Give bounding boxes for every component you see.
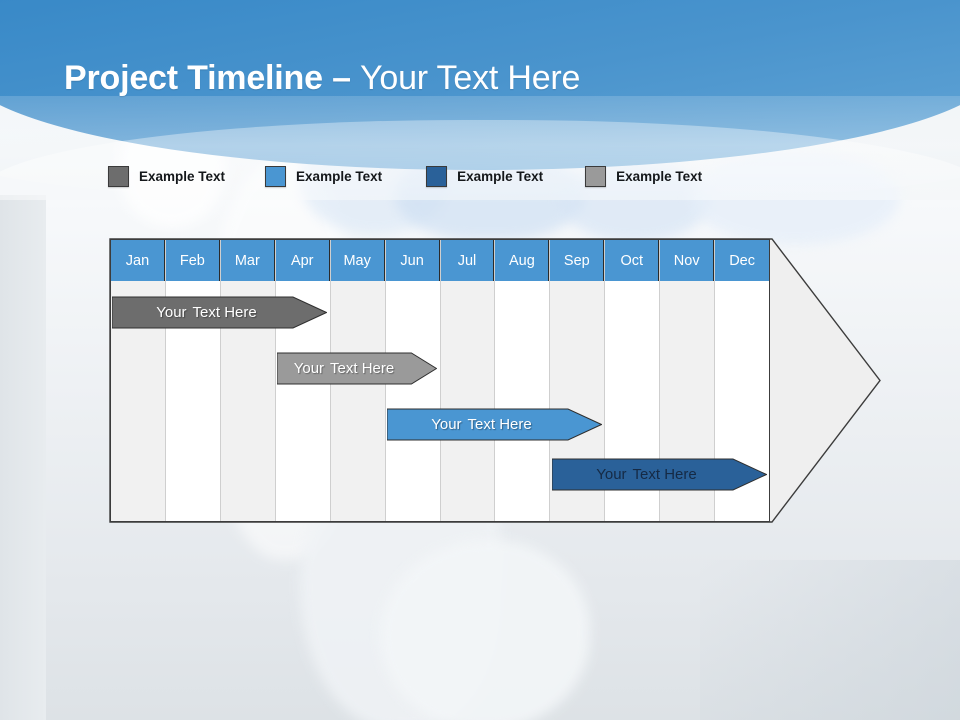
page-title-dash: – (322, 59, 361, 97)
legend-item-1[interactable]: Example Text (108, 166, 225, 187)
task-arrow-shape (277, 352, 437, 385)
month-header-jan[interactable]: Jan (111, 240, 165, 281)
legend: Example Text Example Text Example Text Exam… (108, 166, 742, 187)
month-header-feb[interactable]: Feb (165, 240, 220, 281)
month-column-body (440, 281, 495, 521)
page-title-bold: Project Timeline (64, 59, 323, 97)
month-header-oct[interactable]: Oct (605, 240, 660, 281)
month-header-apr[interactable]: Apr (275, 240, 330, 281)
month-column-body (385, 281, 440, 521)
legend-swatch-dark-blue (426, 166, 448, 187)
legend-item-4[interactable]: Example Text (585, 166, 702, 187)
task-arrow-shape (112, 296, 327, 329)
month-header-nov[interactable]: Nov (660, 240, 715, 281)
legend-item-label: Example Text (616, 169, 703, 184)
month-header-jul[interactable]: Jul (440, 240, 495, 281)
month-column-feb: Feb (165, 240, 221, 521)
background-figure-blob (380, 540, 590, 720)
month-column-jul: Jul (440, 240, 496, 521)
month-header-aug[interactable]: Aug (495, 240, 550, 281)
month-column-mar: Mar (220, 240, 276, 521)
task-arrow-shape (387, 408, 602, 441)
page-title-regular: Your Text Here (360, 59, 581, 97)
background-figure-blob (690, 150, 900, 245)
legend-item-label: Example Text (139, 169, 226, 184)
month-column-jan: Jan (111, 240, 166, 521)
month-column-body (330, 281, 385, 521)
month-header-sep[interactable]: Sep (550, 240, 605, 281)
legend-item-label: Example Text (296, 169, 383, 184)
header-sheen-upper (0, 96, 960, 206)
legend-swatch-light-gray (585, 166, 607, 187)
month-header-jun[interactable]: Jun (385, 240, 440, 281)
legend-item-3[interactable]: Example Text (426, 166, 543, 187)
legend-item-label: Example Text (457, 169, 544, 184)
legend-swatch-light-blue (265, 166, 287, 187)
month-column-body (495, 281, 550, 521)
header-banner (0, 0, 960, 170)
legend-swatch-gray (108, 166, 129, 187)
month-column-aug: Aug (495, 240, 551, 521)
background-left-wall (0, 195, 46, 720)
background-shadow (700, 560, 960, 720)
month-header-mar[interactable]: Mar (220, 240, 275, 281)
month-header-may[interactable]: May (330, 240, 385, 281)
month-header-dec[interactable]: Dec (715, 240, 770, 281)
task-arrow-shape (552, 458, 767, 491)
page-title: Project Timeline – Your Text Here (64, 59, 580, 98)
background-figure-blob (560, 160, 710, 242)
legend-item-2[interactable]: Example Text (265, 166, 382, 187)
